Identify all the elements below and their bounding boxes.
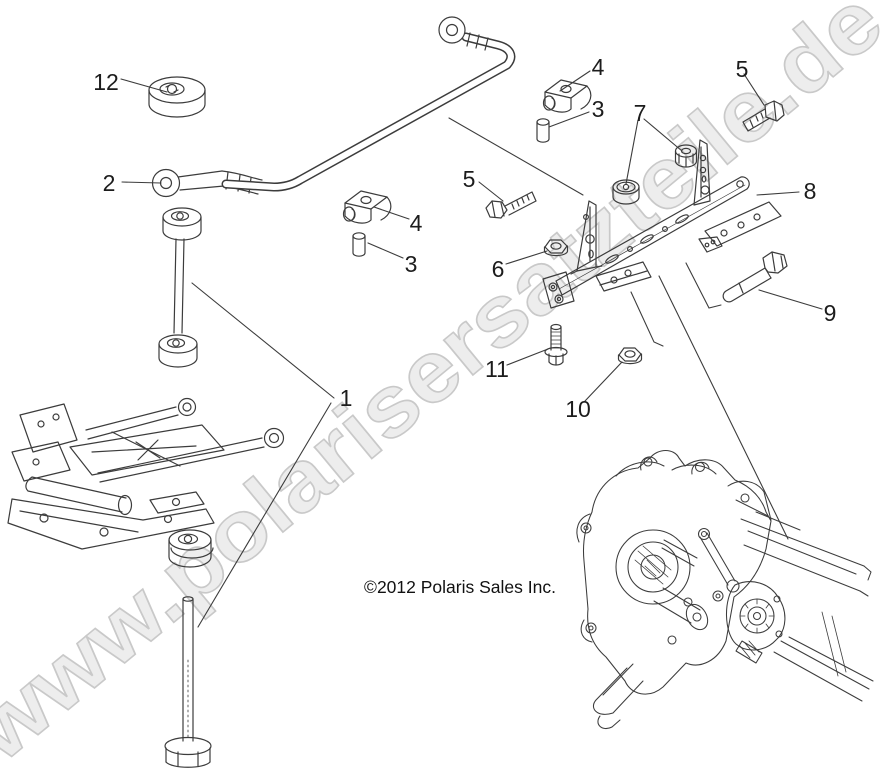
bolt-11-drawing [544,323,568,366]
stabilizer-bar-drawing [151,16,516,198]
callout-9: 9 [824,300,837,326]
callout-1: 1 [340,385,353,411]
clamp-upper-drawing [542,79,592,113]
gearbox-drawing [576,449,874,730]
bolt-9-drawing [722,251,788,303]
stabilizer-link-drawing [158,207,202,368]
callout-4-upper: 4 [592,54,605,80]
callout-7: 7 [634,100,647,126]
spacer-upper-drawing [536,118,550,143]
copyright-text: ©2012 Polaris Sales Inc. [364,577,556,597]
callout-3-upper: 3 [592,96,605,122]
bushing-lower-drawing [168,529,214,568]
callout-2: 2 [103,170,116,196]
indication-elbow-b [685,262,722,309]
leader-3-lower [367,242,404,259]
callout-5-left: 5 [463,166,476,192]
nut-10-drawing [617,347,643,365]
leader-8 [756,191,800,196]
leader-9 [758,289,823,310]
control-arm-drawing [7,397,285,550]
callout-12: 12 [93,69,119,95]
leader-11 [506,348,549,366]
callout-4-lower: 4 [410,210,423,236]
leader-2 [121,181,162,184]
link-bolt-drawing [164,596,212,768]
leader-5-left [478,181,504,202]
indication-elbow-a [630,291,664,347]
nut-7-drawing [674,144,698,168]
leader-6 [505,250,548,265]
bolt-5-right-drawing [742,100,785,132]
bracket-drawing [542,139,782,309]
leader-4-lower [373,206,410,220]
leader-1b [197,402,332,628]
leader-10 [584,361,623,402]
leader-4-upper [559,70,591,92]
leader-12 [120,78,168,93]
leader-3-upper [548,111,590,128]
callout-11: 11 [485,356,509,382]
indication-bracket-to-gearbox [658,275,789,540]
callout-3-lower: 3 [405,251,418,277]
leader-lines [120,70,823,628]
indication-bar-to-bracket [448,117,584,196]
bushing-12-drawing [148,76,206,118]
leader-7-bushing [625,119,639,185]
callout-8: 8 [804,178,817,204]
leader-1a [191,282,335,399]
leader-7-nut [643,118,683,152]
callout-10: 10 [565,396,591,422]
clamp-lower-drawing [342,190,392,224]
leader-5-right [743,73,765,106]
nut-6-drawing [543,239,569,257]
spacer-lower-drawing [352,232,366,257]
bolt-5-left-drawing [485,191,537,219]
callout-5-right: 5 [736,56,749,82]
callout-6: 6 [492,256,505,282]
